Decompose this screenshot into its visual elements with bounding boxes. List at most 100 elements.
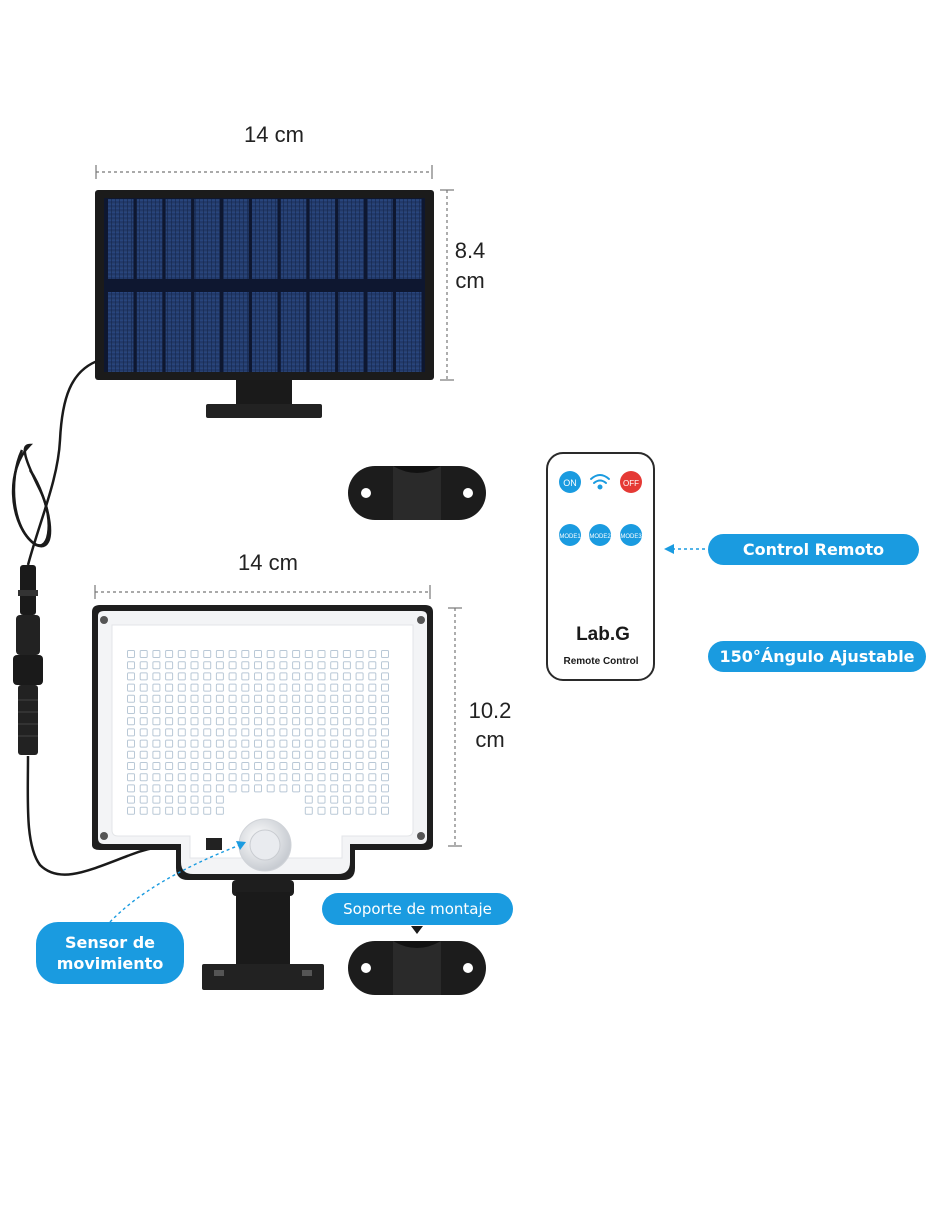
led-chip	[127, 683, 135, 692]
led-chip	[368, 795, 377, 804]
led-chip	[203, 694, 212, 703]
led-chip	[152, 773, 161, 782]
led-chip	[203, 806, 212, 815]
solar-cell	[165, 292, 192, 372]
lamp-height-dimension-line	[448, 607, 462, 847]
led-chip	[381, 806, 389, 815]
led-chip	[165, 672, 174, 681]
led-chip	[152, 762, 161, 770]
solar-cell	[396, 292, 422, 372]
led-chip	[177, 795, 186, 804]
led-chip	[304, 728, 313, 737]
led-chip	[203, 739, 212, 748]
led-chip	[127, 728, 135, 737]
led-chip	[127, 650, 135, 658]
led-chip	[279, 762, 288, 770]
led-chip	[355, 650, 364, 658]
led-chip	[355, 795, 364, 804]
led-chip	[304, 806, 313, 815]
led-chip	[342, 694, 351, 703]
panel-width-label: 14 cm	[244, 122, 304, 147]
led-chip	[368, 661, 377, 670]
led-chip	[241, 661, 250, 670]
wifi-signal-icon	[590, 474, 610, 490]
led-chip	[266, 773, 275, 782]
led-chip	[368, 717, 377, 726]
led-chip	[203, 706, 212, 714]
led-chip	[279, 773, 288, 782]
cable-connector	[13, 565, 43, 755]
led-chip	[215, 717, 224, 726]
solar-cell	[280, 199, 307, 279]
led-chip	[228, 717, 237, 726]
led-chip	[127, 661, 135, 670]
led-chip	[215, 739, 224, 748]
remote-callout-label: Control Remoto	[708, 534, 919, 565]
led-chip	[139, 795, 148, 804]
led-chip	[152, 706, 161, 714]
led-chip	[317, 773, 326, 782]
led-chip	[190, 728, 199, 737]
solar-cell	[252, 199, 278, 279]
panel-width-dimension-line	[95, 165, 433, 179]
led-chip	[190, 739, 199, 748]
solar-cell	[194, 292, 220, 372]
remote-mode2-button	[589, 524, 611, 546]
solar-cell	[223, 199, 249, 279]
led-chip	[190, 661, 199, 670]
led-chip	[342, 661, 351, 670]
solar-cell	[338, 199, 364, 279]
led-chip	[292, 728, 301, 737]
led-chip	[165, 706, 174, 714]
led-chip	[127, 773, 135, 782]
led-chip	[139, 728, 148, 737]
led-chip	[355, 784, 364, 793]
led-chip	[254, 650, 262, 658]
led-chip	[139, 806, 148, 815]
led-chip	[177, 661, 186, 670]
led-chip	[127, 706, 135, 714]
led-lamp	[92, 605, 433, 990]
led-chip	[177, 750, 186, 759]
led-chip	[203, 672, 212, 681]
lamp-width-label: 14 cm	[238, 550, 298, 575]
lamp-width-dimension-line	[94, 585, 431, 599]
led-chip	[342, 672, 351, 681]
led-chip	[330, 661, 339, 670]
led-chip	[304, 795, 313, 804]
led-chip	[190, 750, 199, 759]
led-chip	[127, 672, 135, 681]
led-chip	[152, 728, 161, 737]
remote-on-button	[559, 471, 581, 493]
led-chip	[241, 683, 250, 692]
led-chip	[279, 694, 288, 703]
led-chip	[152, 683, 161, 692]
led-chip	[330, 784, 339, 793]
led-chip	[241, 650, 250, 658]
led-chip	[139, 650, 148, 658]
led-chip	[317, 739, 326, 748]
led-chip	[279, 784, 288, 793]
led-chip	[228, 706, 237, 714]
led-chip	[215, 773, 224, 782]
led-chip	[190, 683, 199, 692]
led-chip	[190, 784, 199, 793]
led-chip	[279, 650, 288, 658]
led-chip	[203, 717, 212, 726]
led-chip	[355, 694, 364, 703]
led-chip	[139, 784, 148, 793]
led-chip	[203, 762, 212, 770]
led-chip	[355, 739, 364, 748]
led-chip	[139, 762, 148, 770]
led-chip	[215, 650, 224, 658]
led-chip	[165, 806, 174, 815]
led-chip	[127, 806, 135, 815]
led-chip	[266, 683, 275, 692]
led-chip	[330, 694, 339, 703]
led-chip	[139, 750, 148, 759]
solar-cell	[223, 292, 249, 372]
solar-cell	[108, 292, 134, 372]
led-chip	[177, 728, 186, 737]
led-chip	[177, 706, 186, 714]
led-chip	[266, 728, 275, 737]
